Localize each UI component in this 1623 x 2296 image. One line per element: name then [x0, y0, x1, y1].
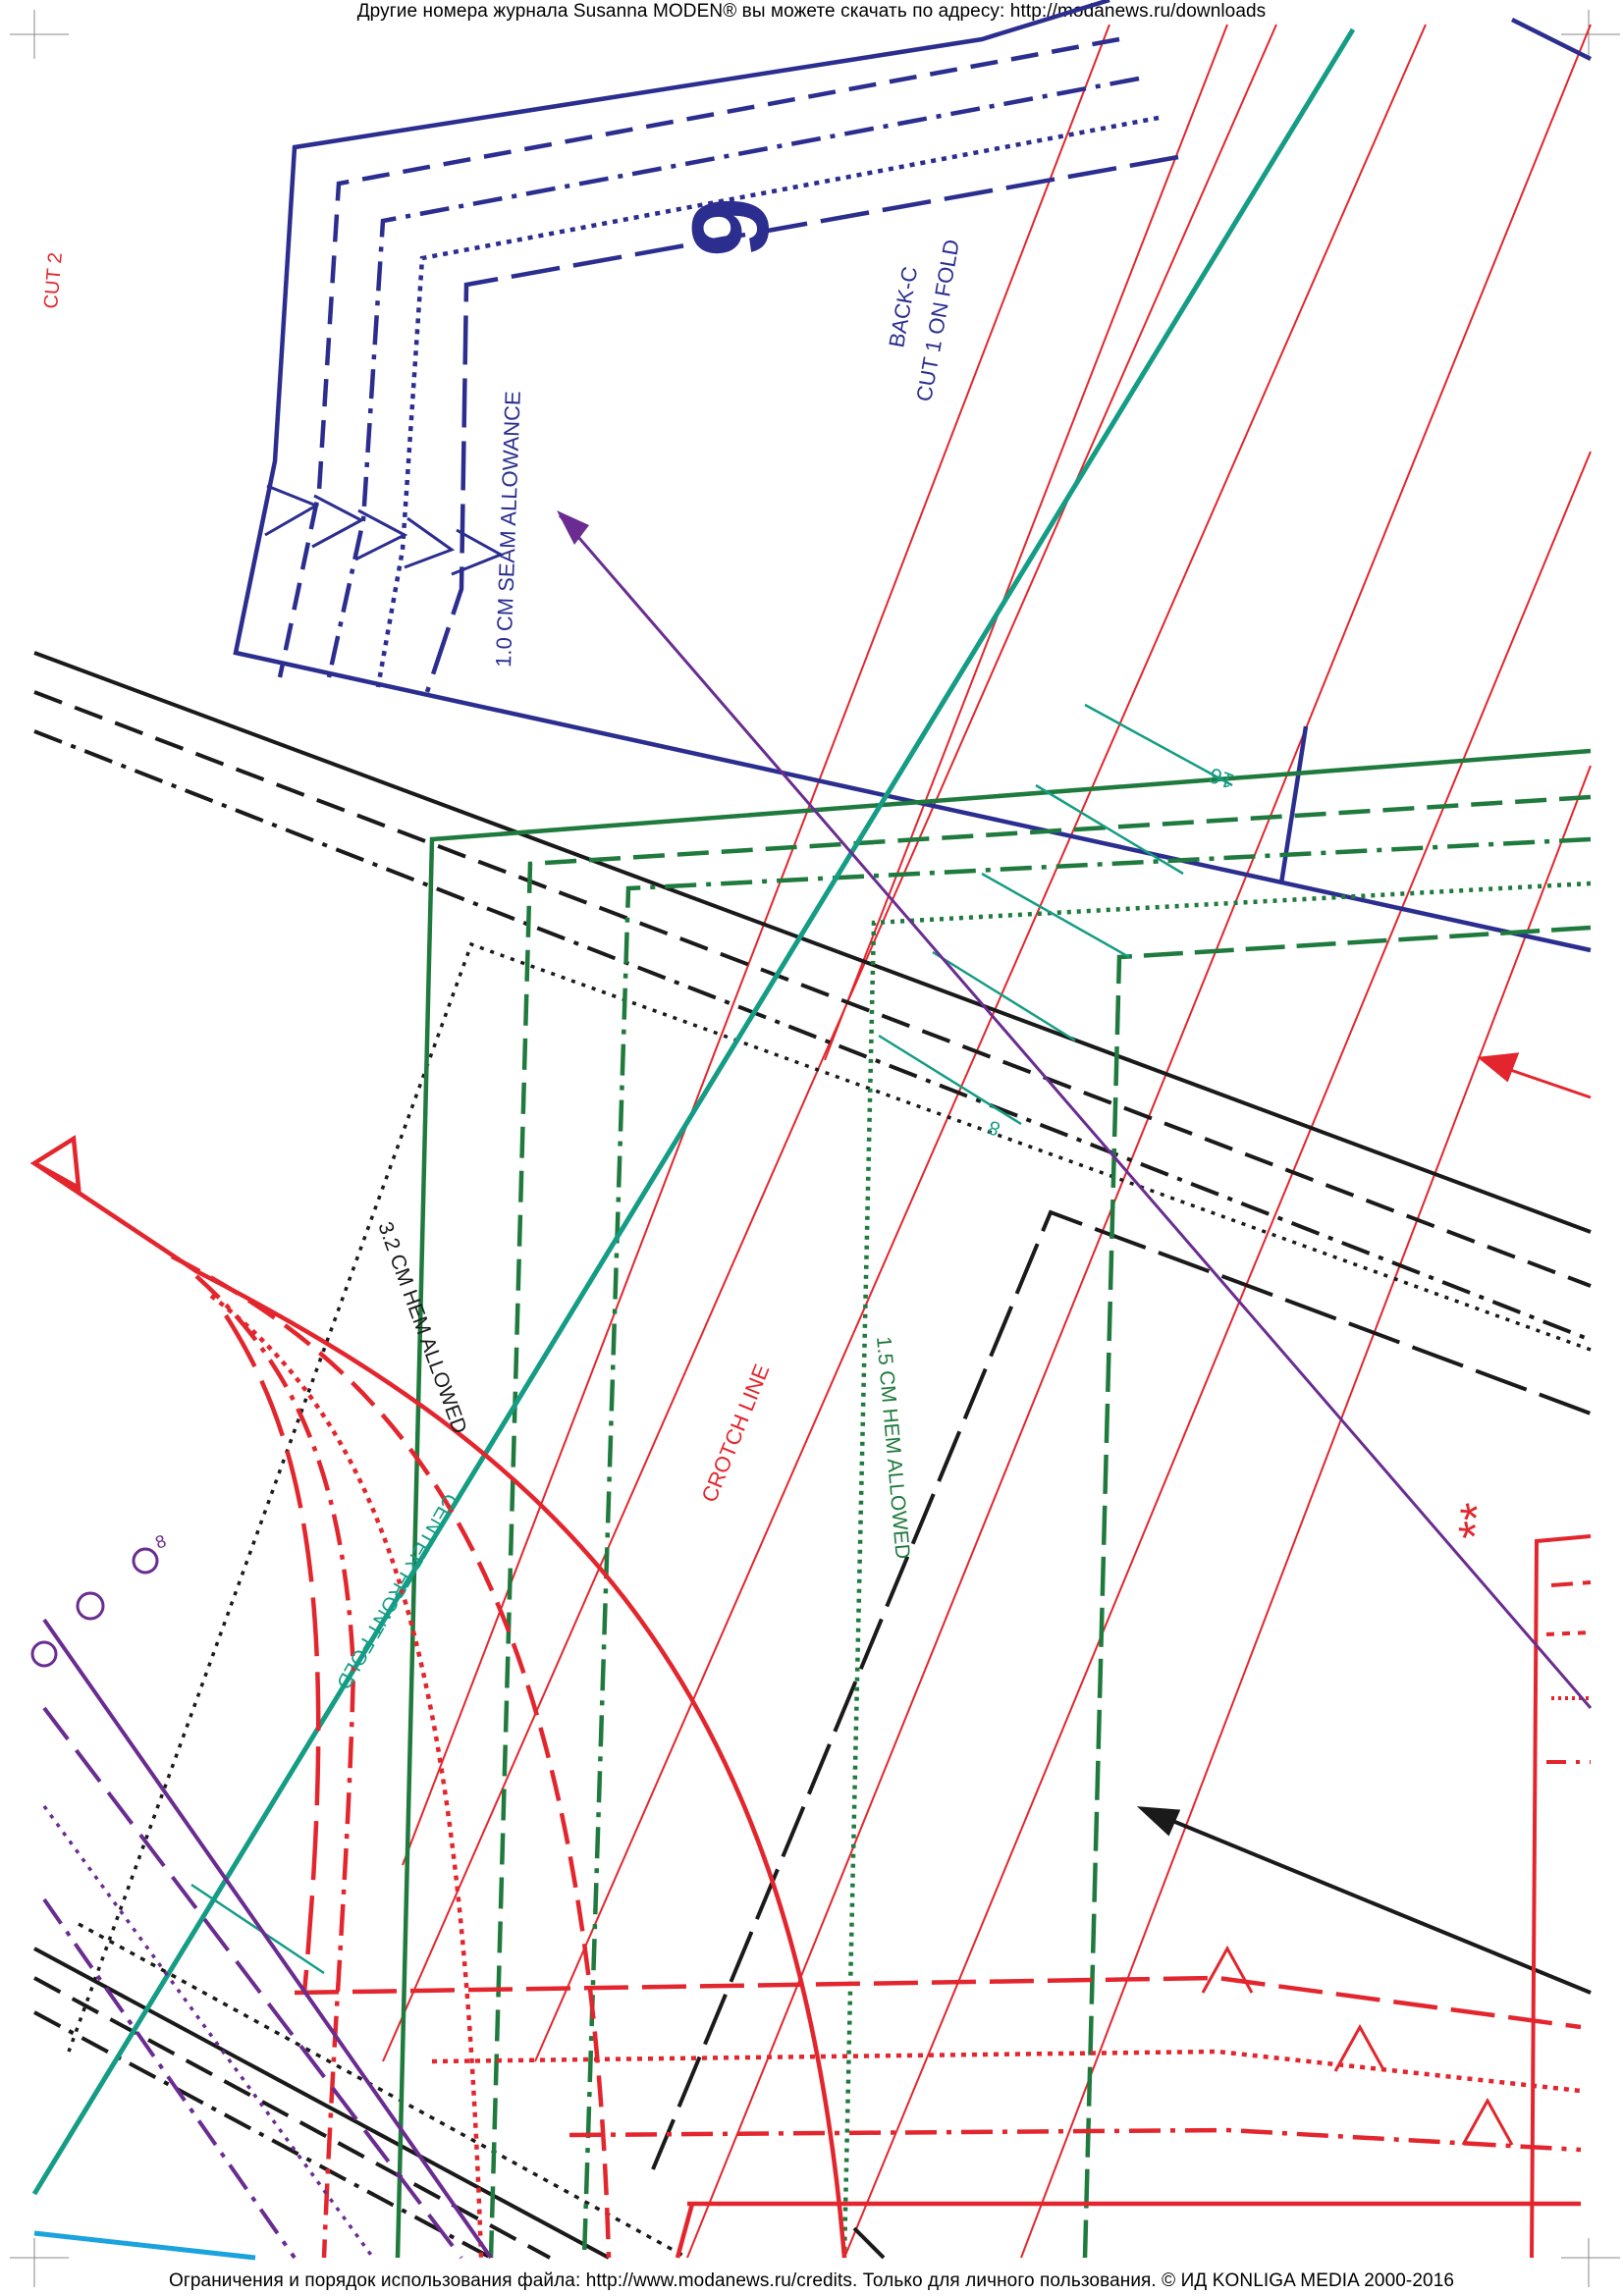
- red-notches: [1201, 1945, 1514, 2146]
- center-front-fold-line: [31, 27, 1356, 2196]
- cut-2-label: CUT 2: [40, 251, 67, 309]
- purple-size-circles: [30, 1547, 159, 1668]
- piece-number: 9: [671, 197, 791, 257]
- stars-label: **: [1449, 1501, 1504, 1542]
- seam-allowance-label: 1.0 CM SEAM ALLOWANCE: [491, 391, 525, 667]
- crop-marks: [10, 10, 1620, 2287]
- center-front-fold-label: CENTER FRONT FOLD: [332, 1490, 462, 1693]
- purple-lines: [42, 514, 1593, 2260]
- download-note: Другие номера журнала Susanna MODEN® вы …: [356, 1, 1267, 22]
- grain-arrow-black: [1136, 1806, 1592, 1995]
- cut-instruction: CUT 1 ON FOLD: [911, 238, 964, 403]
- crotch-line-label: CROTCH LINE: [696, 1361, 774, 1506]
- hem-allowance-1-5-label: 1.5 CM HEM ALLOWED: [872, 1335, 914, 1560]
- grain-arrow-red: [1477, 1052, 1592, 1099]
- black-dotted-outline: [67, 941, 1592, 2053]
- rights-note: Ограничения и порядок использования файл…: [168, 2270, 1455, 2291]
- red-crotch-curves: [29, 1135, 1582, 2259]
- black-lines: [33, 651, 1592, 2260]
- navy-notches: [264, 484, 505, 576]
- size-8-purple-label: 8: [153, 1531, 169, 1553]
- green-piece-outline: [395, 748, 1592, 2259]
- purple-arrow-head: [557, 510, 589, 545]
- navy-piece-outline: [233, 0, 1593, 953]
- red-grain-lines: [382, 24, 1592, 2259]
- red-right-edge: [1530, 1534, 1592, 2259]
- cyan-line: [33, 2230, 256, 2261]
- size-16-label: 16: [1206, 763, 1237, 794]
- piece-name: BACK-C: [884, 265, 922, 349]
